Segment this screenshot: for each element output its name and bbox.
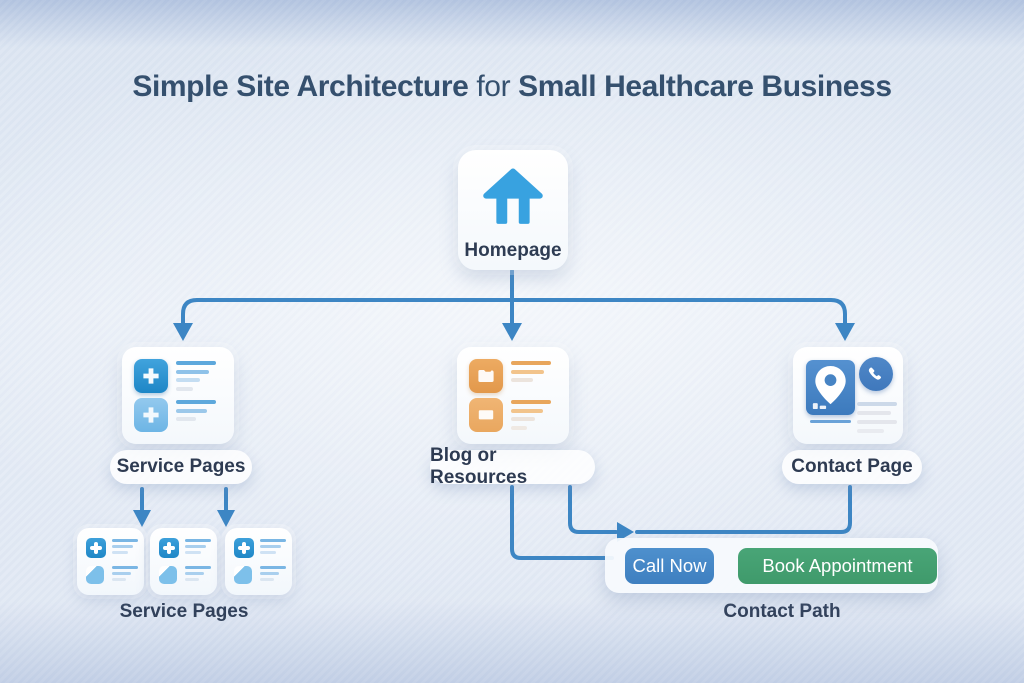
contact-page-pill: Contact Page xyxy=(782,450,922,484)
medical-cross-icon xyxy=(234,538,254,558)
medical-cross-icon xyxy=(134,398,168,432)
title-part-2: for xyxy=(476,70,511,103)
title-part-3: Small Healthcare Business xyxy=(518,70,892,103)
blog-row-2 xyxy=(469,398,557,432)
map-pin-icon xyxy=(806,360,855,415)
contact-page-label: Contact Page xyxy=(791,456,913,477)
medical-cross-icon xyxy=(134,359,168,393)
call-now-button[interactable]: Call Now xyxy=(625,547,714,584)
text-lines xyxy=(176,359,216,393)
homepage-label: Homepage xyxy=(464,240,562,261)
service-pages-label: Service Pages xyxy=(116,456,246,477)
arrowhead-left xyxy=(173,323,193,341)
text-lines xyxy=(112,538,138,558)
text-lines xyxy=(185,565,211,585)
text-lines xyxy=(176,398,216,432)
contact-path-box: Call Now Book Appointment xyxy=(605,538,938,593)
connector-branch-bar xyxy=(181,298,847,326)
arrowhead-sub-right xyxy=(217,510,235,527)
text-lines xyxy=(260,538,286,558)
text-lines xyxy=(511,359,551,393)
book-appointment-button[interactable]: Book Appointment xyxy=(738,547,937,584)
blog-node xyxy=(457,347,569,444)
sub-service-card xyxy=(77,528,144,595)
blog-row-1 xyxy=(469,359,557,393)
phone-icon xyxy=(859,357,893,391)
image-placeholder-icon xyxy=(469,398,503,432)
connector-blog-to-ctabox xyxy=(510,485,614,560)
medical-cross-icon xyxy=(86,538,106,558)
medical-cross-icon xyxy=(159,538,179,558)
connector-contact-to-arrow xyxy=(635,485,852,534)
blog-label: Blog or Resources xyxy=(430,445,528,488)
page-fold-icon xyxy=(86,566,104,584)
service-row-1 xyxy=(134,359,222,393)
page-fold-icon xyxy=(234,566,252,584)
blog-pill: Blog or Resources xyxy=(430,445,595,488)
connector-blog-right xyxy=(568,485,618,534)
service-pages-node xyxy=(122,347,234,444)
contact-path-label: Contact Path xyxy=(723,601,841,622)
text-lines xyxy=(511,398,551,432)
page-title: Simple Site Architecture for Small Healt… xyxy=(0,70,1024,104)
folder-icon xyxy=(469,359,503,393)
text-lines xyxy=(185,538,211,558)
service-row-2 xyxy=(134,398,222,432)
sub-service-card xyxy=(225,528,292,595)
text-lines xyxy=(857,402,897,433)
sub-service-card xyxy=(150,528,217,595)
divider-line xyxy=(810,420,851,423)
text-lines xyxy=(260,565,286,585)
title-part-1: Simple Site Architecture xyxy=(132,70,469,103)
arrowhead-contact-path xyxy=(617,522,634,542)
service-pages-pill: Service Pages xyxy=(110,450,252,484)
contact-node xyxy=(793,347,903,444)
sub-service-group-label: Service Pages xyxy=(119,601,249,622)
arrowhead-right xyxy=(835,323,855,341)
arrowhead-sub-left xyxy=(133,510,151,527)
arrowhead-center xyxy=(502,323,522,341)
text-lines xyxy=(112,565,138,585)
page-fold-icon xyxy=(159,566,177,584)
home-icon xyxy=(483,168,543,224)
homepage-node: Homepage xyxy=(458,150,568,270)
